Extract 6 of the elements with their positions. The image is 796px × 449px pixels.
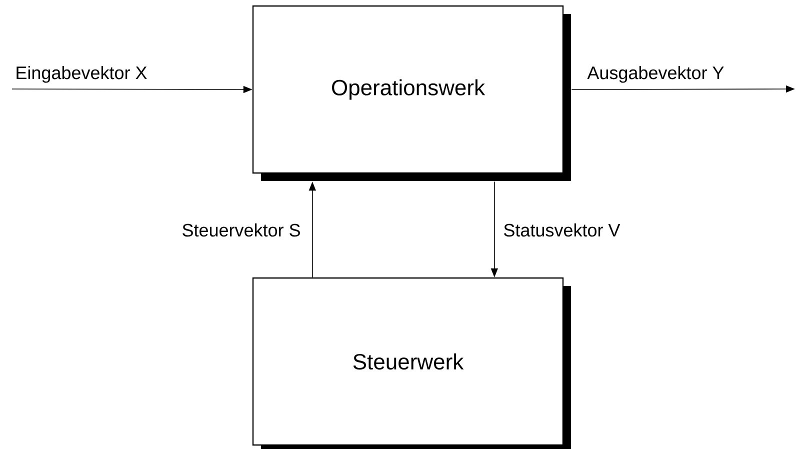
process-box: Steuerwerk <box>252 277 571 449</box>
edge-label: Steuervektor S <box>182 223 300 237</box>
edge-label: Statusvektor V <box>504 223 620 237</box>
edge-label: Ausgabevektor Y <box>587 66 724 83</box>
edge-label: Eingabevektor X <box>16 66 147 83</box>
process-box: Operationswerk <box>252 5 571 181</box>
